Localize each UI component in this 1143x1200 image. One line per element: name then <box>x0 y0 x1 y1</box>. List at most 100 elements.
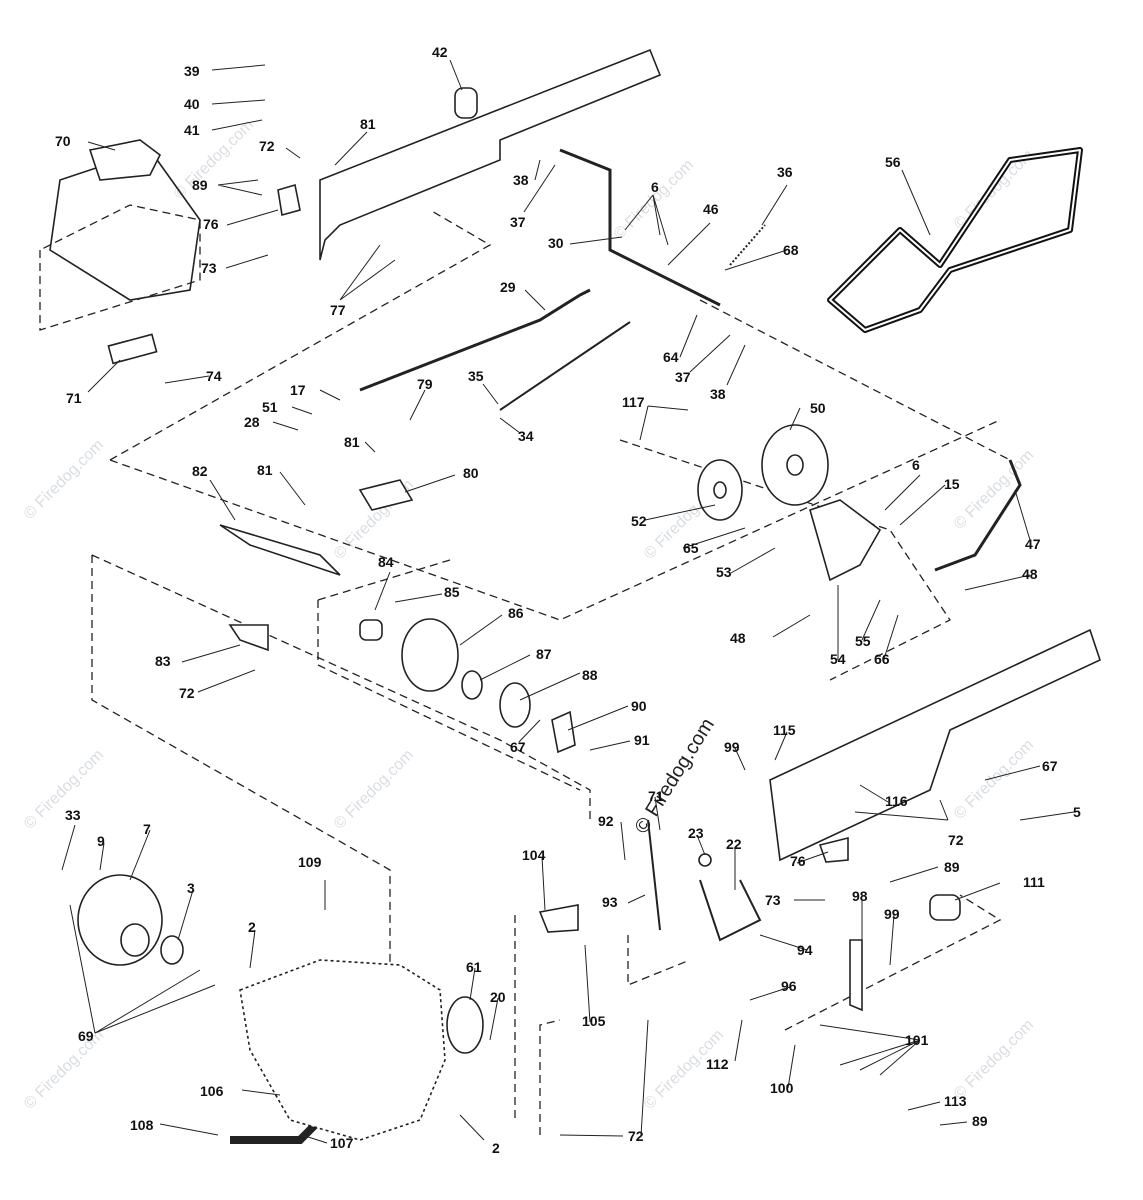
callout-89: 89 <box>192 177 208 193</box>
callout-88: 88 <box>582 667 598 683</box>
callout-51: 51 <box>262 399 278 415</box>
callout-72: 72 <box>259 138 275 154</box>
washer-87 <box>461 670 483 700</box>
callout-42: 42 <box>432 44 448 60</box>
callout-98: 98 <box>852 888 868 904</box>
frame-rails <box>49 48 1101 862</box>
bushing-111 <box>929 894 961 921</box>
callout-17: 17 <box>290 382 306 398</box>
callout-81: 81 <box>360 116 376 132</box>
callout-38: 38 <box>513 172 529 188</box>
callout-91: 91 <box>634 732 650 748</box>
callout-113: 113 <box>944 1093 967 1109</box>
callout-55: 55 <box>855 633 871 649</box>
callout-117: 117 <box>622 394 645 410</box>
callout-39: 39 <box>184 63 200 79</box>
fan-group-outline <box>317 559 581 791</box>
transmission-housing <box>239 959 446 1141</box>
callout-41: 41 <box>184 122 200 138</box>
rod-35 <box>499 321 631 411</box>
callout-70: 70 <box>55 133 71 149</box>
callout-2: 2 <box>248 919 256 935</box>
watermark: © Firedog.com <box>951 736 1037 822</box>
callout-34: 34 <box>518 428 534 444</box>
watermark: © Firedog.com <box>21 1026 107 1112</box>
callout-101: 101 <box>905 1032 929 1048</box>
callout-52: 52 <box>631 513 647 529</box>
callout-6: 6 <box>912 457 920 473</box>
shroud-70 <box>88 139 162 181</box>
callout-104: 104 <box>522 847 546 863</box>
callout-89: 89 <box>972 1113 988 1129</box>
callout-80: 80 <box>463 465 479 481</box>
callout-64: 64 <box>663 349 679 365</box>
callout-47: 47 <box>1025 536 1041 552</box>
plate-71 <box>107 333 158 365</box>
callout-72: 72 <box>948 832 964 848</box>
callout-30: 30 <box>548 235 564 251</box>
callout-48: 48 <box>1022 566 1038 582</box>
transmission-outline <box>91 554 591 1000</box>
callout-46: 46 <box>703 201 719 217</box>
idler-group-outline <box>619 439 951 681</box>
callout-76: 76 <box>790 853 806 869</box>
callout-66: 66 <box>874 651 890 667</box>
callout-20: 20 <box>490 989 506 1005</box>
callout-56: 56 <box>885 154 901 170</box>
callout-115: 115 <box>773 722 796 738</box>
callout-65: 65 <box>683 540 699 556</box>
callout-53: 53 <box>716 564 732 580</box>
callout-38: 38 <box>710 386 726 402</box>
callout-76: 76 <box>203 216 219 232</box>
callout-92: 92 <box>598 813 614 829</box>
lower-frame-rail <box>769 628 1101 862</box>
spring-36 <box>729 224 766 266</box>
upper-frame-rail <box>319 48 662 261</box>
callout-5: 5 <box>1073 804 1081 820</box>
callout-73: 73 <box>201 260 217 276</box>
callout-22: 22 <box>726 836 742 852</box>
parts <box>77 87 961 1141</box>
callout-72: 72 <box>628 1128 644 1144</box>
callout-111: 111 <box>1023 874 1045 890</box>
callout-99: 99 <box>724 739 740 755</box>
washer-3 <box>160 935 184 965</box>
assembly-outlines <box>39 204 1011 1135</box>
bracket-76b <box>818 836 849 863</box>
linkages <box>230 148 1022 1144</box>
callout-37: 37 <box>510 214 526 230</box>
callout-81: 81 <box>257 462 273 478</box>
callout-83: 83 <box>155 653 171 669</box>
callout-15: 15 <box>944 476 960 492</box>
spacer-84 <box>359 619 383 641</box>
pulley-52-hub <box>713 481 727 499</box>
callout-69: 69 <box>78 1028 94 1044</box>
callout-50: 50 <box>810 400 826 416</box>
hub-7 <box>77 874 163 966</box>
drive-belt <box>827 147 1083 333</box>
callout-2: 2 <box>492 1140 500 1156</box>
callout-79: 79 <box>417 376 433 392</box>
callout-85: 85 <box>444 584 460 600</box>
rod-47 <box>934 459 1022 572</box>
callout-67: 67 <box>510 739 526 755</box>
callout-72: 72 <box>179 685 195 701</box>
callout-67: 67 <box>1042 758 1058 774</box>
lever-22 <box>699 879 762 942</box>
callout-68: 68 <box>783 242 799 258</box>
callout-99: 99 <box>884 906 900 922</box>
callout-100: 100 <box>770 1080 794 1096</box>
pulley-50-hub <box>786 454 804 476</box>
bracket-104 <box>538 904 579 933</box>
watermark: © Firedog.com <box>21 436 107 522</box>
callout-109: 109 <box>298 854 322 870</box>
callout-90: 90 <box>631 698 647 714</box>
callout-3: 3 <box>187 880 195 896</box>
rod-29 <box>359 288 591 392</box>
callout-116: 116 <box>885 793 908 809</box>
belt-right-rod-outline <box>699 299 1011 461</box>
callout-74: 74 <box>206 368 222 384</box>
callout-112: 112 <box>706 1056 729 1072</box>
bracket-76a <box>277 183 301 217</box>
shaft-30 <box>559 148 721 307</box>
